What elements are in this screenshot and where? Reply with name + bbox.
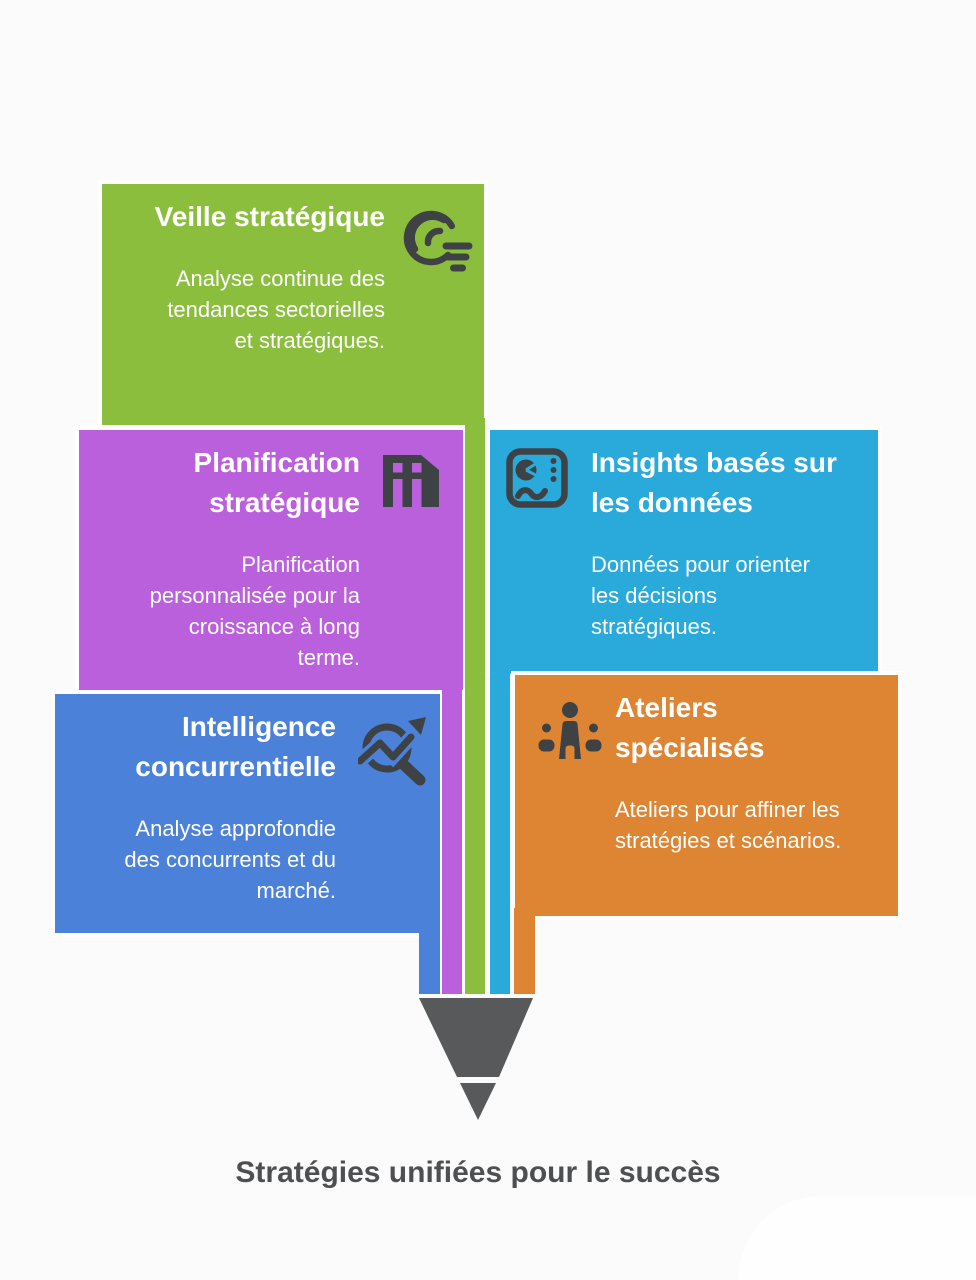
card-title: Veille stratégique [154,201,385,232]
card-title: Ateliers spécialisés [615,692,765,763]
card-intelligence-concurrentielle: Intelligence concurrentielle Analyse app… [51,690,444,937]
card-description: Planification personnalisée pour la croi… [149,552,360,670]
connector-stripe-insights [490,666,510,994]
card-title: Insights basés sur les données [591,447,837,518]
card-description: Ateliers pour affiner les stratégies et … [615,797,842,853]
card-description: Analyse approfondie des concurrents et d… [124,816,336,903]
signal-bulb-icon [403,206,473,277]
connector-stripe-ateliers [514,908,535,994]
connector-stripe-intelligence [419,925,440,994]
footer-title: Stratégies unifiées pour le succès [235,1156,721,1189]
building-icon [379,449,443,512]
card-veille-strategique: Veille stratégique Analyse continue des … [98,180,488,429]
connector-stripe-veille [465,418,485,994]
card-insights-donnees: Insights basés sur les données Données p… [486,426,882,678]
card-description: Analyse continue des tendances sectoriel… [167,266,385,353]
corner-decoration [738,1196,976,1280]
connector-stripe-planification [442,683,462,994]
card-title: Planification stratégique [193,447,360,518]
card-description: Données pour orienter les décisions stra… [591,552,810,639]
card-title: Intelligence concurrentielle [135,711,336,782]
card-planification-strategique: Planification stratégique Planification … [75,426,467,694]
market-search-icon [355,712,434,791]
workshop-people-icon [535,699,605,766]
analytics-dashboard-icon [506,448,568,513]
card-ateliers-specialises: Ateliers spécialisés Ateliers pour affin… [511,671,902,920]
